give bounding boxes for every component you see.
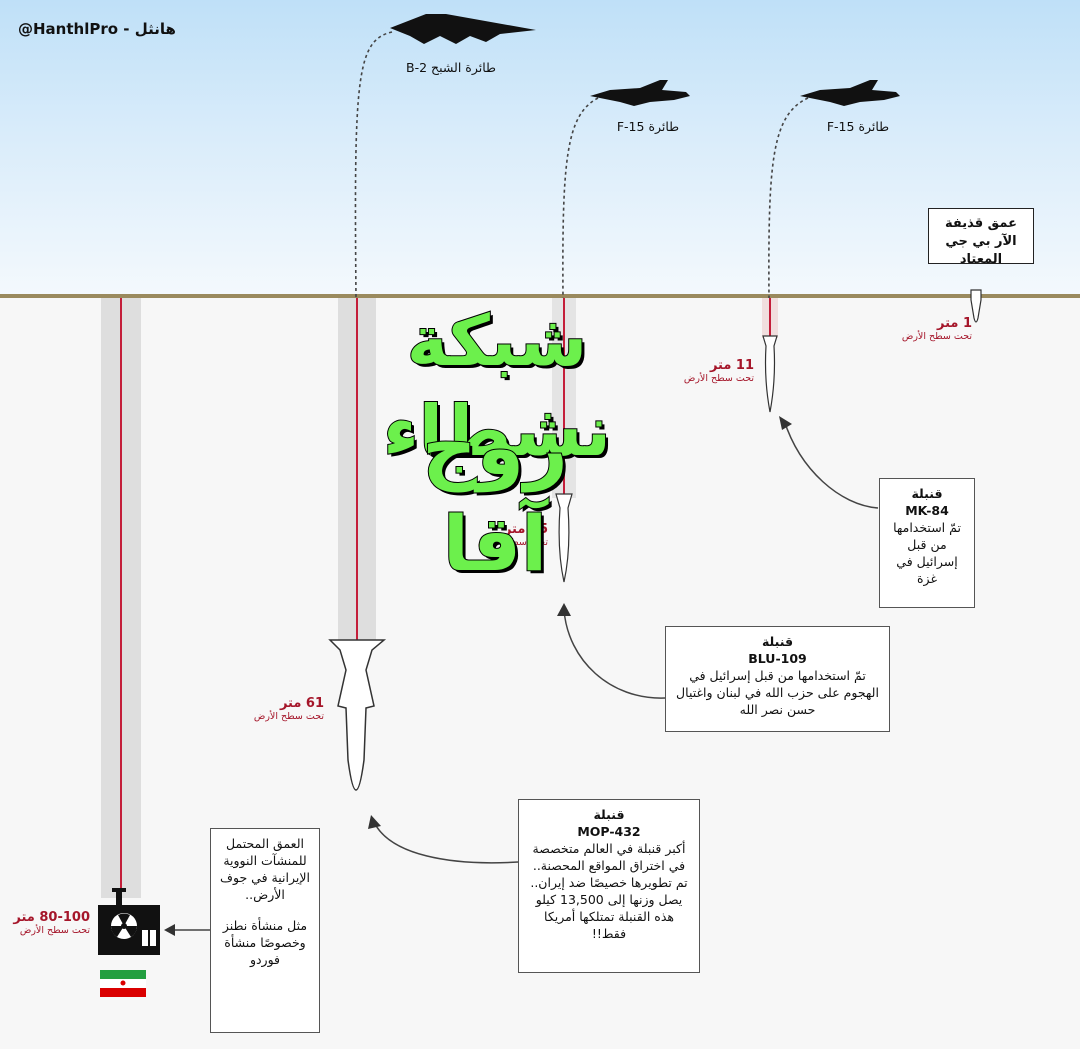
mop-info-box: قنبلة MOP-432 أكبر قنبلة في العالم متخصص… <box>518 799 700 973</box>
iran-flag-icon <box>100 970 146 997</box>
mk84-title: قنبلة <box>911 486 943 501</box>
blu109-title: قنبلة <box>761 634 794 649</box>
mk84-bomb-icon <box>762 335 778 413</box>
mop-depth-label: 61 متر تحت سطح الأرض <box>230 696 324 722</box>
mk84-depth-line <box>769 298 771 338</box>
blu109-info-box: قنبلة BLU-109 تمّ استخدامها من قبل إسرائ… <box>665 626 890 732</box>
mk84-arrow-head <box>779 416 792 430</box>
mop-depth-line <box>356 298 358 643</box>
facility-info-box: العمق المحتمل للمنشآت النووية الإيرانية … <box>210 828 320 1033</box>
mop-arrow-head <box>368 815 381 829</box>
mk84-depth-value: 11 متر <box>709 358 754 373</box>
f15-jet-icon <box>590 80 690 106</box>
author-handle: هانثل - HanthlPro@ <box>18 20 176 38</box>
mk84-description: تمّ استخدامها من قبل إسرائيل في غزة <box>893 520 961 586</box>
rpg-depth-text: عمق قذيفة الآر بي جي المعتاد <box>945 216 1017 267</box>
f15-mid-aircraft-label: طائرة F-15 <box>616 119 680 134</box>
mk84-pointer-arrow <box>783 419 879 509</box>
watermark-line-1: شبكة نشطاء <box>382 299 612 473</box>
facility-depth-value: 80-100 متر <box>13 910 90 925</box>
f15-mid-flight-path <box>562 97 599 299</box>
rpg-shell-icon <box>970 289 982 323</box>
sky-background <box>0 0 1080 297</box>
b2-flight-path <box>354 31 393 299</box>
mop-pointer-arrow <box>373 821 519 864</box>
facility-depth-sub: تحت سطح الأرض <box>19 925 90 936</box>
facility-examples: مثل منشأة نطنز وخصوصًا منشأة فوردو <box>222 918 308 967</box>
blu109-arrow-head <box>557 603 571 616</box>
mop-bomb-icon <box>328 639 387 791</box>
blu109-description: تمّ استخدامها من قبل إسرائيل في الهجوم ع… <box>676 668 879 717</box>
mop-description: أكبر قنبلة في العالم متخصصة في اختراق ال… <box>530 841 688 941</box>
nuclear-facility-icon <box>98 888 160 955</box>
f15-right-aircraft-label: طائرة F-15 <box>826 119 890 134</box>
mop-depth-value: 61 متر <box>279 696 324 711</box>
blu109-depth-label: 35 متر تحت سطح الأرض <box>454 522 548 548</box>
watermark-line-2: روج آقا <box>421 402 569 589</box>
blu109-pointer-arrow <box>563 609 666 699</box>
mk84-depth-label: 11 متر تحت سطح الأرض <box>660 358 754 384</box>
rpg-depth-label: 1 متر تحت سطح الأرض <box>880 316 972 342</box>
ground-surface-line <box>0 294 1080 298</box>
mop-name: MOP-432 <box>577 824 641 839</box>
rpg-depth-sub: تحت سطح الأرض <box>901 331 972 342</box>
mop-depth-sub: تحت سطح الأرض <box>253 711 324 722</box>
blu109-name: BLU-109 <box>748 651 807 666</box>
facility-arrow-head <box>164 924 175 936</box>
rpg-depth-box: عمق قذيفة الآر بي جي المعتاد <box>928 208 1034 267</box>
mk84-name: MK-84 <box>905 503 949 518</box>
mk84-info-box: قنبلة MK-84 تمّ استخدامها من قبل إسرائيل… <box>879 478 975 608</box>
facility-depth-line <box>120 298 122 888</box>
mk84-depth-sub: تحت سطح الأرض <box>683 373 754 384</box>
rpg-depth-value: 1 متر <box>936 316 972 331</box>
facility-depth-label: 80-100 متر تحت سطح الأرض <box>4 910 90 936</box>
b2-bomber-icon <box>390 14 536 44</box>
f15-right-flight-path <box>768 97 809 299</box>
blu109-depth-sub: تحت سطح الأرض <box>477 537 548 548</box>
mop-title: قنبلة <box>593 807 625 822</box>
f15-jet-icon <box>800 80 900 106</box>
b2-aircraft-label: طائرة الشبح B-2 <box>406 60 496 75</box>
blu109-depth-line <box>563 298 565 498</box>
facility-description: العمق المحتمل للمنشآت النووية الإيرانية … <box>220 836 310 902</box>
blu109-bomb-icon <box>555 493 573 583</box>
blu109-depth-value: 35 متر <box>503 522 548 537</box>
